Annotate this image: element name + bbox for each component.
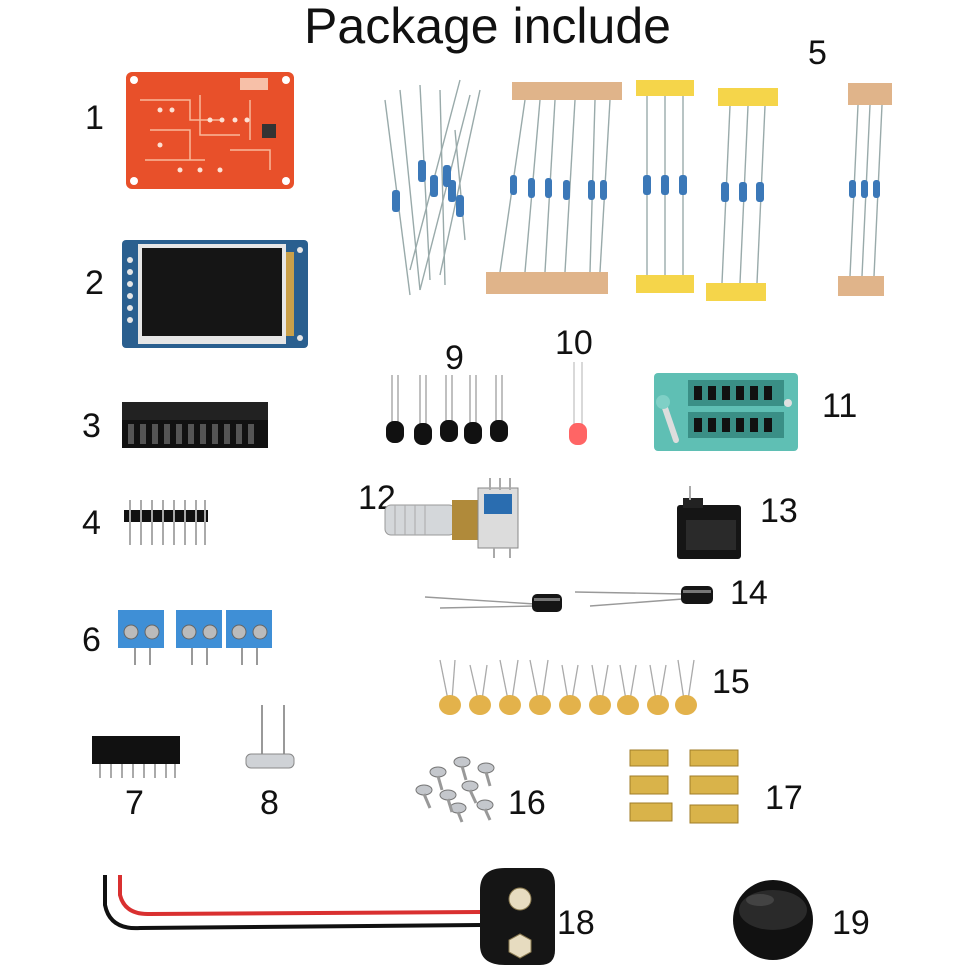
label-4: 4 [82,504,101,542]
label-1: 1 [85,99,104,137]
knob-icon [733,880,813,960]
zif-socket-icon [654,373,798,451]
pin-header-icon [124,500,208,545]
crystal-oscillator-icon [245,705,295,769]
label-9: 9 [445,339,464,377]
led-icon [569,362,587,445]
label-16: 16 [508,784,546,822]
resistors-icon [384,79,892,301]
pcb-board-icon [126,72,294,189]
electrolytic-capacitor-icon [424,586,713,612]
label-3: 3 [82,407,101,445]
page-title: Package include [304,0,671,54]
dc-power-jack-icon [677,486,741,559]
label-19: 19 [832,904,870,942]
label-7: 7 [125,784,144,822]
label-14: 14 [730,574,768,612]
female-header-icon [92,736,180,778]
screw-terminal-icon [118,610,272,665]
label-6: 6 [82,621,101,659]
label-13: 13 [760,492,798,530]
battery-clip-icon [103,868,555,965]
label-11: 11 [822,387,858,425]
tft-lcd-display-icon [122,240,308,348]
transistors-icon [386,375,508,445]
label-5: 5 [808,34,827,72]
label-10: 10 [555,324,593,362]
label-17: 17 [765,779,803,817]
label-2: 2 [85,264,104,302]
label-15: 15 [712,663,750,701]
ic-socket-strip-icon [122,402,268,448]
brass-standoffs-icon [629,749,739,824]
label-18: 18 [557,904,595,942]
rotary-encoder-icon [384,478,519,558]
label-8: 8 [260,784,279,822]
ceramic-capacitors-icon [439,659,697,715]
screws-icon [415,756,495,823]
